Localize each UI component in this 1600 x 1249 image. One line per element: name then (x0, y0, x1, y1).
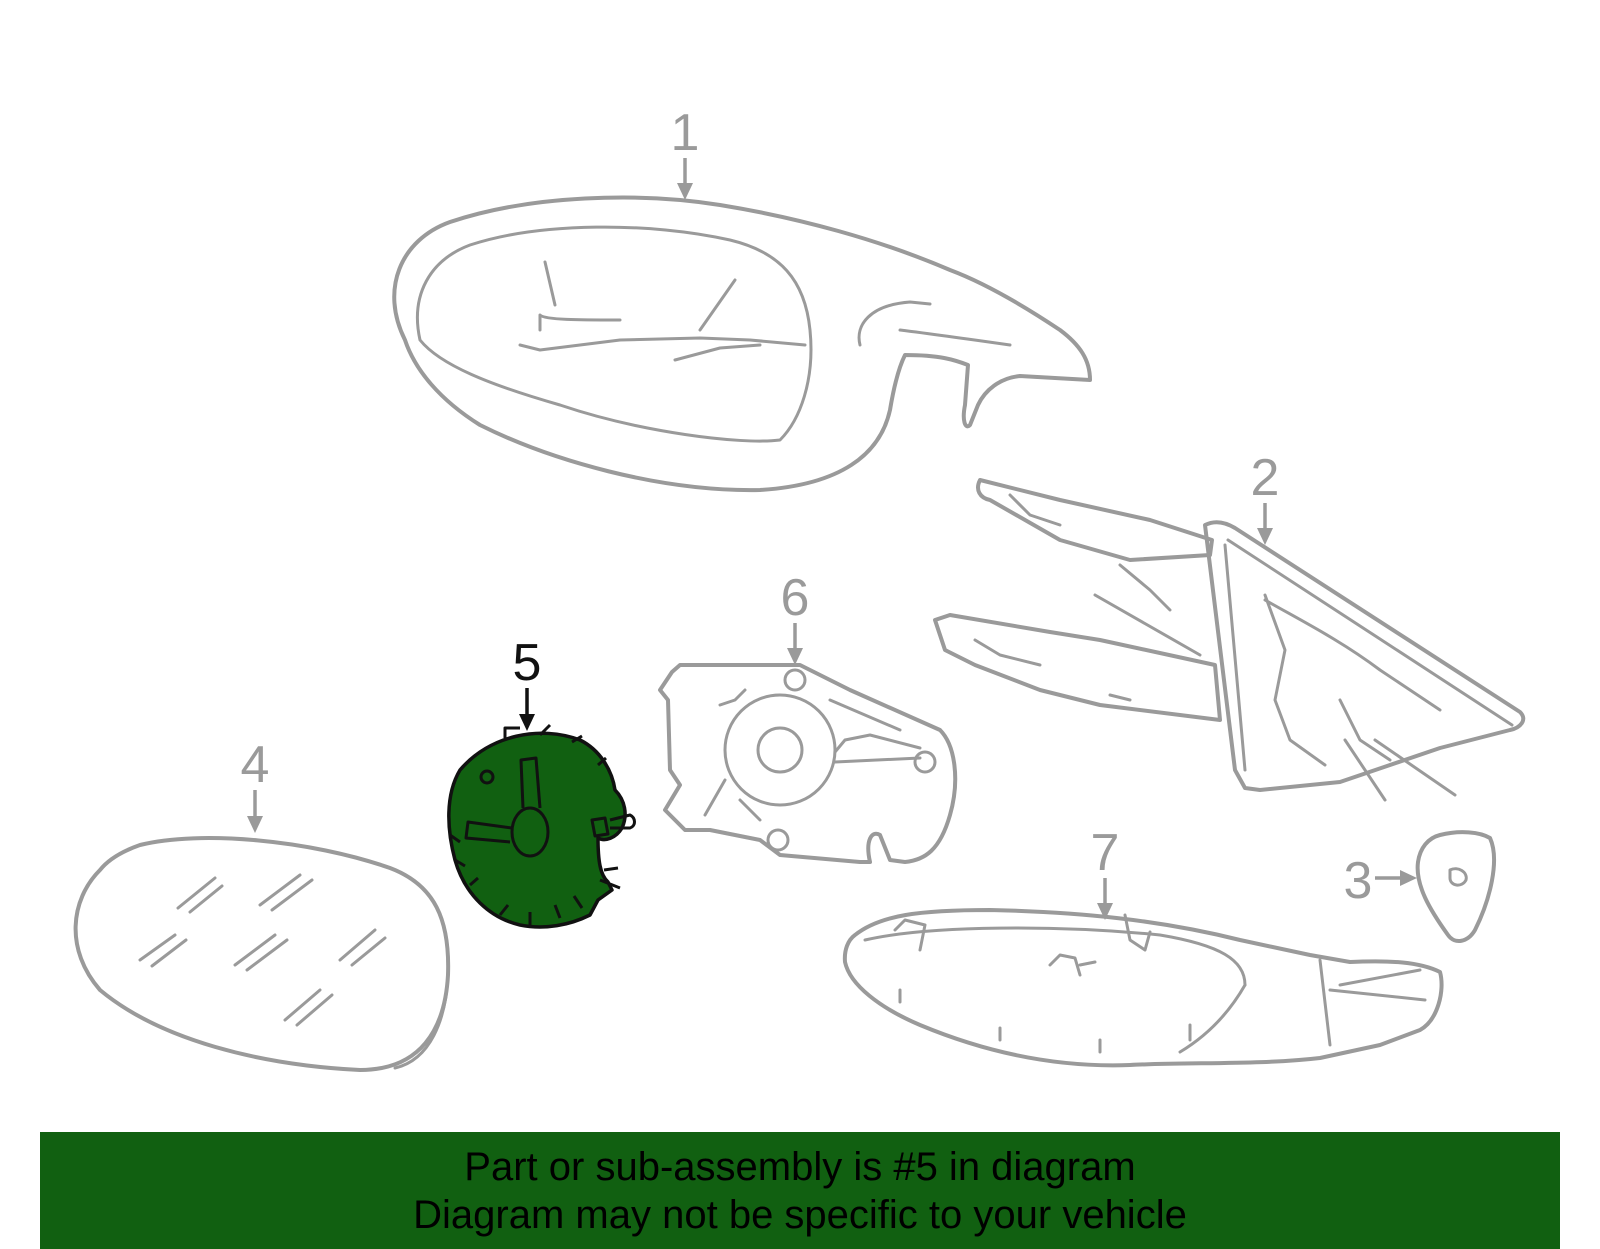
part-7-lower-cover (842, 908, 1444, 1068)
callout-3: 3 (1344, 852, 1417, 910)
callout-6: 6 (781, 569, 810, 665)
callout-number-5: 5 (513, 634, 542, 692)
callout-2: 2 (1251, 449, 1280, 545)
callout-number-7: 7 (1091, 824, 1120, 882)
callout-number-1: 1 (671, 104, 700, 162)
callout-number-4: 4 (241, 736, 270, 794)
callout-1: 1 (671, 104, 700, 200)
callout-5: 5 (513, 634, 542, 731)
callout-4: 4 (241, 736, 270, 833)
callout-number-6: 6 (781, 569, 810, 627)
info-banner: Part or sub-assembly is #5 in diagram Di… (40, 1132, 1560, 1249)
glass-reflection-marks (138, 873, 387, 1027)
banner-disclaimer: Diagram may not be specific to your vehi… (413, 1192, 1187, 1237)
callout-number-2: 2 (1251, 449, 1280, 507)
part-6-actuator-plate (658, 663, 958, 864)
part-2-mirror-bracket (933, 478, 1526, 802)
part-4-mirror-glass (73, 836, 451, 1072)
banner-part-note: Part or sub-assembly is #5 in diagram (464, 1144, 1136, 1189)
callout-number-3: 3 (1344, 852, 1373, 910)
callout-7: 7 (1091, 824, 1120, 920)
part-5-mirror-motor (447, 723, 636, 929)
part-3-cap (1415, 830, 1497, 943)
part-1-mirror-housing (392, 195, 1092, 493)
